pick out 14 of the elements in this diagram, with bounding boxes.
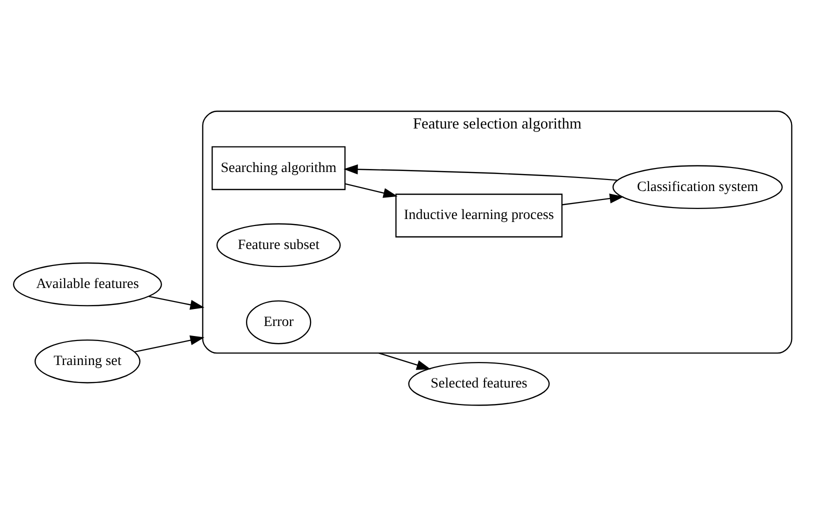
node-ellipse: Selected features: [408, 361, 550, 406]
node-box: Searching algorithm: [212, 146, 346, 190]
node-ellipse: Feature subset: [216, 222, 341, 267]
arrow: [345, 182, 398, 198]
arrow: [562, 193, 624, 205]
node-ellipse: Available features: [12, 262, 162, 306]
arrow: [344, 164, 618, 180]
node-ellipse: Training set: [34, 338, 140, 383]
arrow: [134, 334, 204, 352]
node-ellipse: Error: [246, 300, 312, 344]
node-ellipse: Classification system: [612, 164, 783, 209]
node-box: Inductive learning process: [395, 193, 563, 237]
arrow: [378, 352, 431, 370]
arrow: [148, 295, 204, 310]
